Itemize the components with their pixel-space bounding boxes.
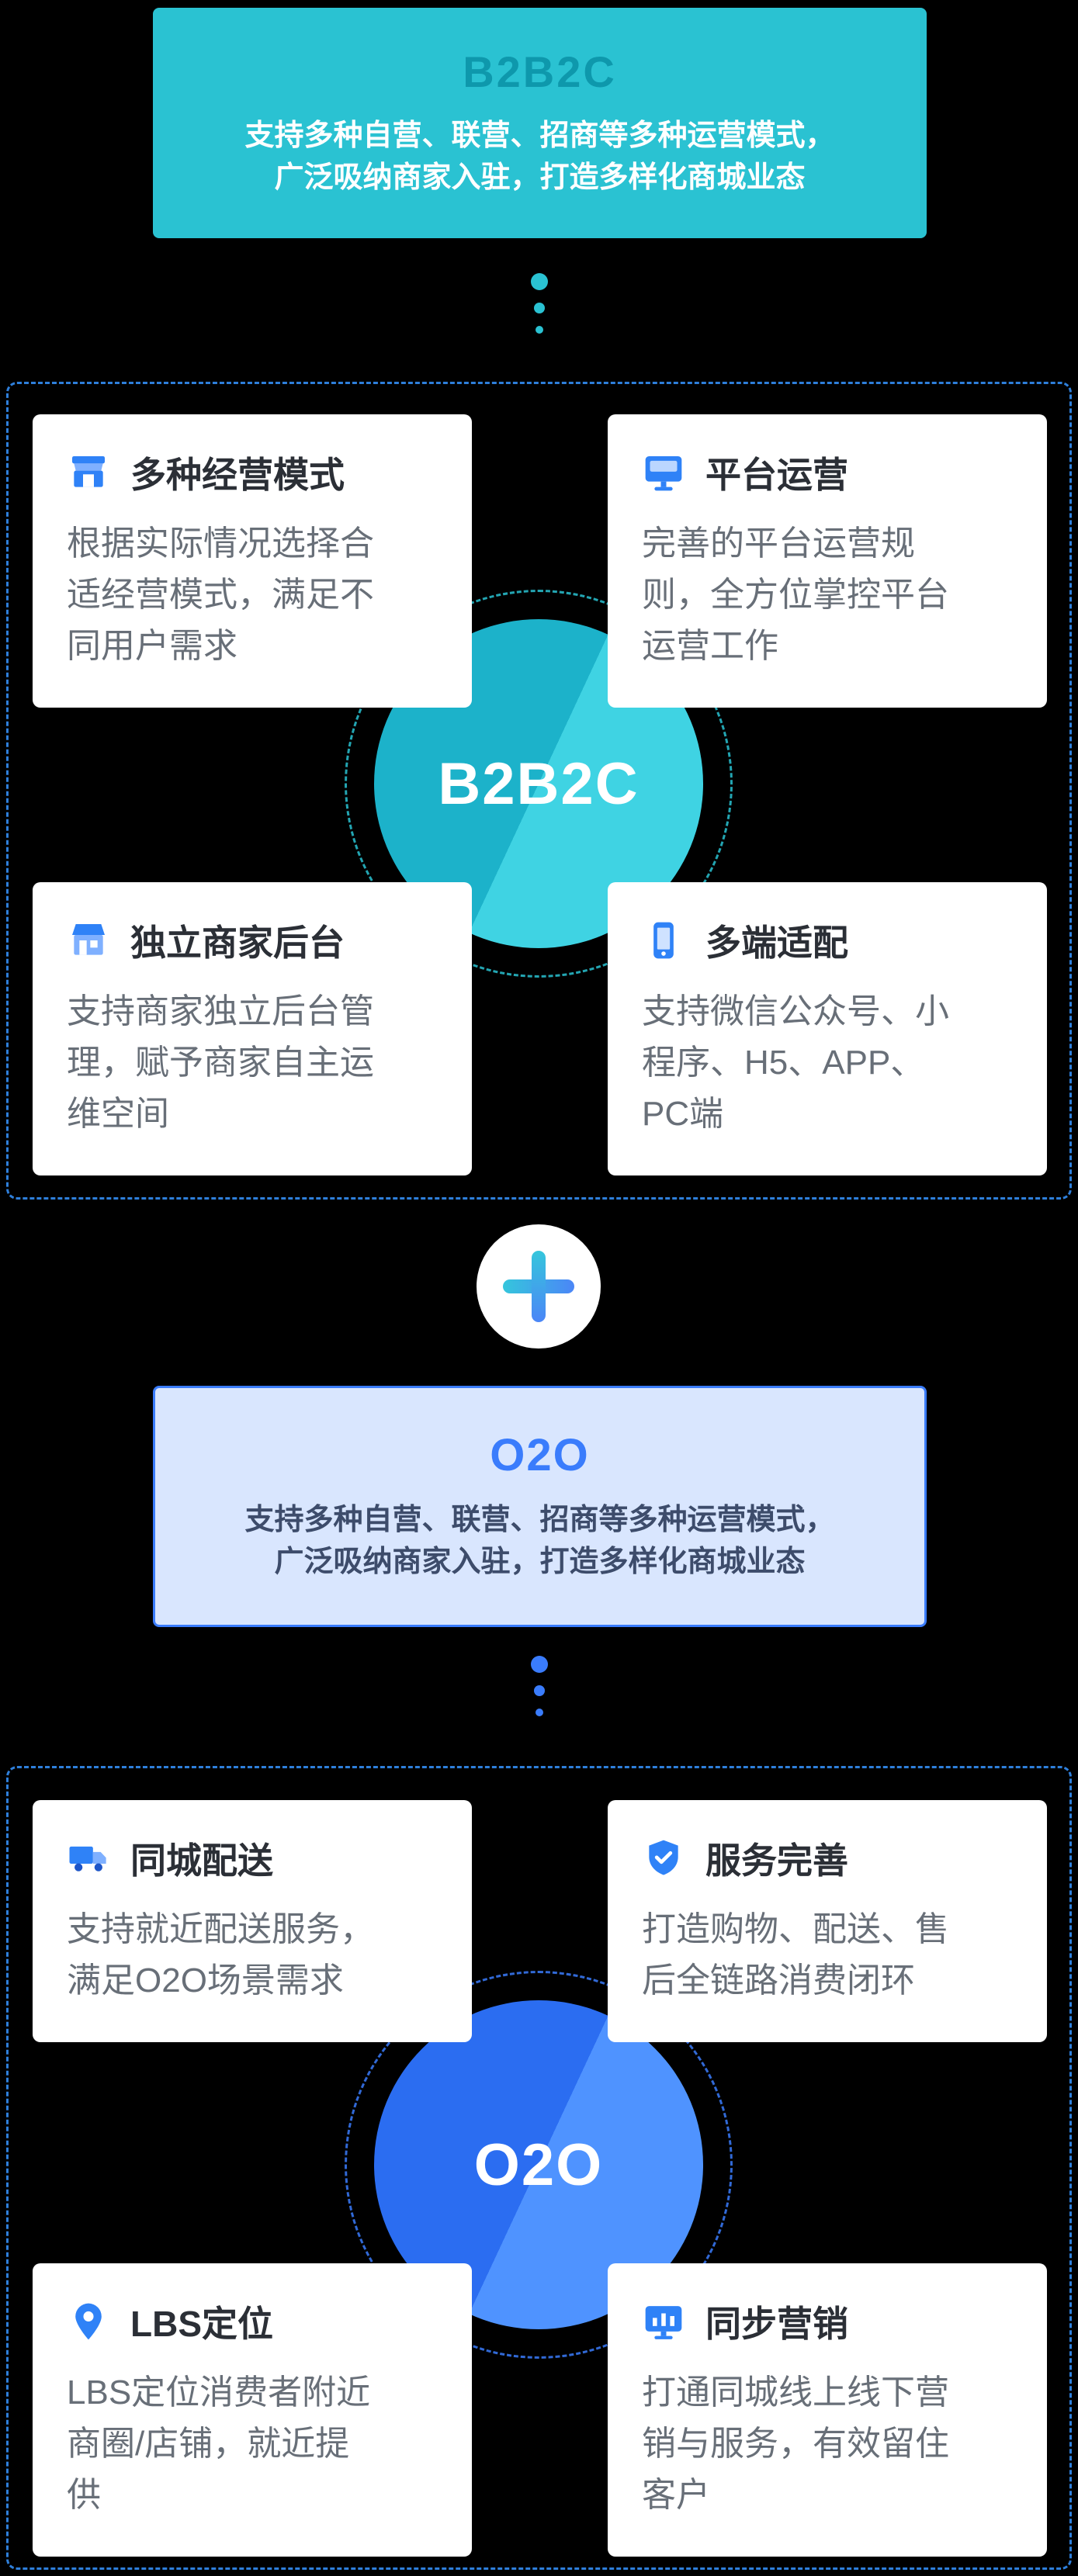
card-body: 根据实际情况选择合适经营模式，满足不同用户需求 — [67, 525, 374, 665]
card-head: 多种经营模式 — [67, 447, 438, 498]
dot — [530, 273, 548, 290]
card-head: 平台运营 — [642, 447, 1013, 498]
card-title: 服务完善 — [705, 1840, 848, 1881]
banner-desc-line: 广泛吸纳商家入驻，打造多样化商城业态 — [274, 161, 806, 194]
b2b2c-dashed-ring — [345, 590, 733, 978]
card-head: 同步营销 — [642, 2296, 1013, 2347]
feature-card-merchant-backend: 独立商家后台 支持商家独立后台管理，赋予商家自主运维空间 — [33, 882, 472, 1175]
monitor-icon — [642, 451, 685, 494]
o2o-dashed-ring — [345, 1971, 733, 2359]
feature-card-multi-device: 多端适配 支持微信公众号、小程序、H5、APP、PC端 — [608, 882, 1047, 1175]
b2b2c-banner-title: B2B2C — [463, 47, 617, 97]
b2b2c-banner-desc: 支持多种自营、联营、招商等多种运营模式， 广泛吸纳商家入驻，打造多样化商城业态 — [244, 116, 834, 199]
card-body: 打造购物、配送、售后全链路消费闭环 — [642, 1910, 949, 2000]
feature-card-multi-business: 多种经营模式 根据实际情况选择合适经营模式，满足不同用户需求 — [33, 414, 472, 708]
card-body: 完善的平台运营规则，全方位掌控平台运营工作 — [642, 525, 949, 665]
location-pin-icon — [67, 2300, 110, 2343]
mobile-phone-icon — [642, 919, 685, 962]
o2o-center-circle: O2O — [374, 2000, 703, 2329]
card-head: 独立商家后台 — [67, 915, 438, 966]
banner-desc-line: 支持多种自营、联营、招商等多种运营模式， — [244, 119, 835, 153]
card-head: LBS定位 — [67, 2296, 438, 2347]
feature-card-sync-marketing: 同步营销 打通同城线上线下营销与服务，有效留住客户 — [608, 2263, 1047, 2557]
connector-dots-blue — [0, 1656, 1078, 1716]
dot — [533, 1685, 545, 1696]
card-body: 支持就近配送服务，满足O2O场景需求 — [67, 1910, 374, 2000]
feature-card-local-delivery: 同城配送 支持就近配送服务，满足O2O场景需求 — [33, 1800, 472, 2042]
dot — [533, 303, 545, 313]
card-body: 打通同城线上线下营销与服务，有效留住客户 — [642, 2373, 949, 2514]
b2b2c-section — [6, 382, 1072, 1200]
chart-screen-icon — [642, 2300, 685, 2343]
o2o-banner-title: O2O — [490, 1430, 590, 1481]
shield-check-icon — [642, 1837, 685, 1880]
card-title: 同步营销 — [705, 2304, 848, 2344]
feature-card-platform-ops: 平台运营 完善的平台运营规则，全方位掌控平台运营工作 — [608, 414, 1047, 708]
card-title: 平台运营 — [705, 455, 848, 495]
card-head: 多端适配 — [642, 915, 1013, 966]
card-title: 独立商家后台 — [130, 923, 345, 963]
storefront-icon — [67, 451, 110, 494]
card-body: LBS定位消费者附近商圈/店铺，就近提供 — [67, 2373, 371, 2514]
card-title: 同城配送 — [130, 1840, 273, 1881]
banner-desc-line: 支持多种自营、联营、招商等多种运营模式， — [244, 1504, 835, 1537]
connector-dots-cyan — [0, 273, 1078, 334]
card-title: 多种经营模式 — [130, 455, 345, 495]
o2o-banner: O2O 支持多种自营、联营、招商等多种运营模式， 广泛吸纳商家入驻，打造多样化商… — [153, 1386, 927, 1627]
truck-icon — [67, 1837, 110, 1880]
feature-card-complete-service: 服务完善 打造购物、配送、售后全链路消费闭环 — [608, 1800, 1047, 2042]
card-head: 服务完善 — [642, 1833, 1013, 1884]
o2o-section — [6, 1766, 1072, 2570]
b2b2c-banner: B2B2C 支持多种自营、联营、招商等多种运营模式， 广泛吸纳商家入驻，打造多样… — [153, 8, 927, 238]
o2o-banner-desc: 支持多种自营、联营、招商等多种运营模式， 广泛吸纳商家入驻，打造多样化商城业态 — [244, 1500, 834, 1584]
card-body: 支持商家独立后台管理，赋予商家自主运维空间 — [67, 992, 374, 1133]
card-title: 多端适配 — [705, 923, 848, 963]
card-head: 同城配送 — [67, 1833, 438, 1884]
banner-desc-line: 广泛吸纳商家入驻，打造多样化商城业态 — [274, 1546, 806, 1578]
dot — [535, 326, 543, 334]
feature-card-lbs-location: LBS定位 LBS定位消费者附近商圈/店铺，就近提供 — [33, 2263, 472, 2557]
dot — [535, 1709, 543, 1716]
card-title: LBS定位 — [130, 2304, 273, 2344]
dot — [530, 1656, 548, 1673]
plus-icon — [477, 1224, 601, 1349]
shop-icon — [67, 919, 110, 962]
card-body: 支持微信公众号、小程序、H5、APP、PC端 — [642, 992, 949, 1133]
